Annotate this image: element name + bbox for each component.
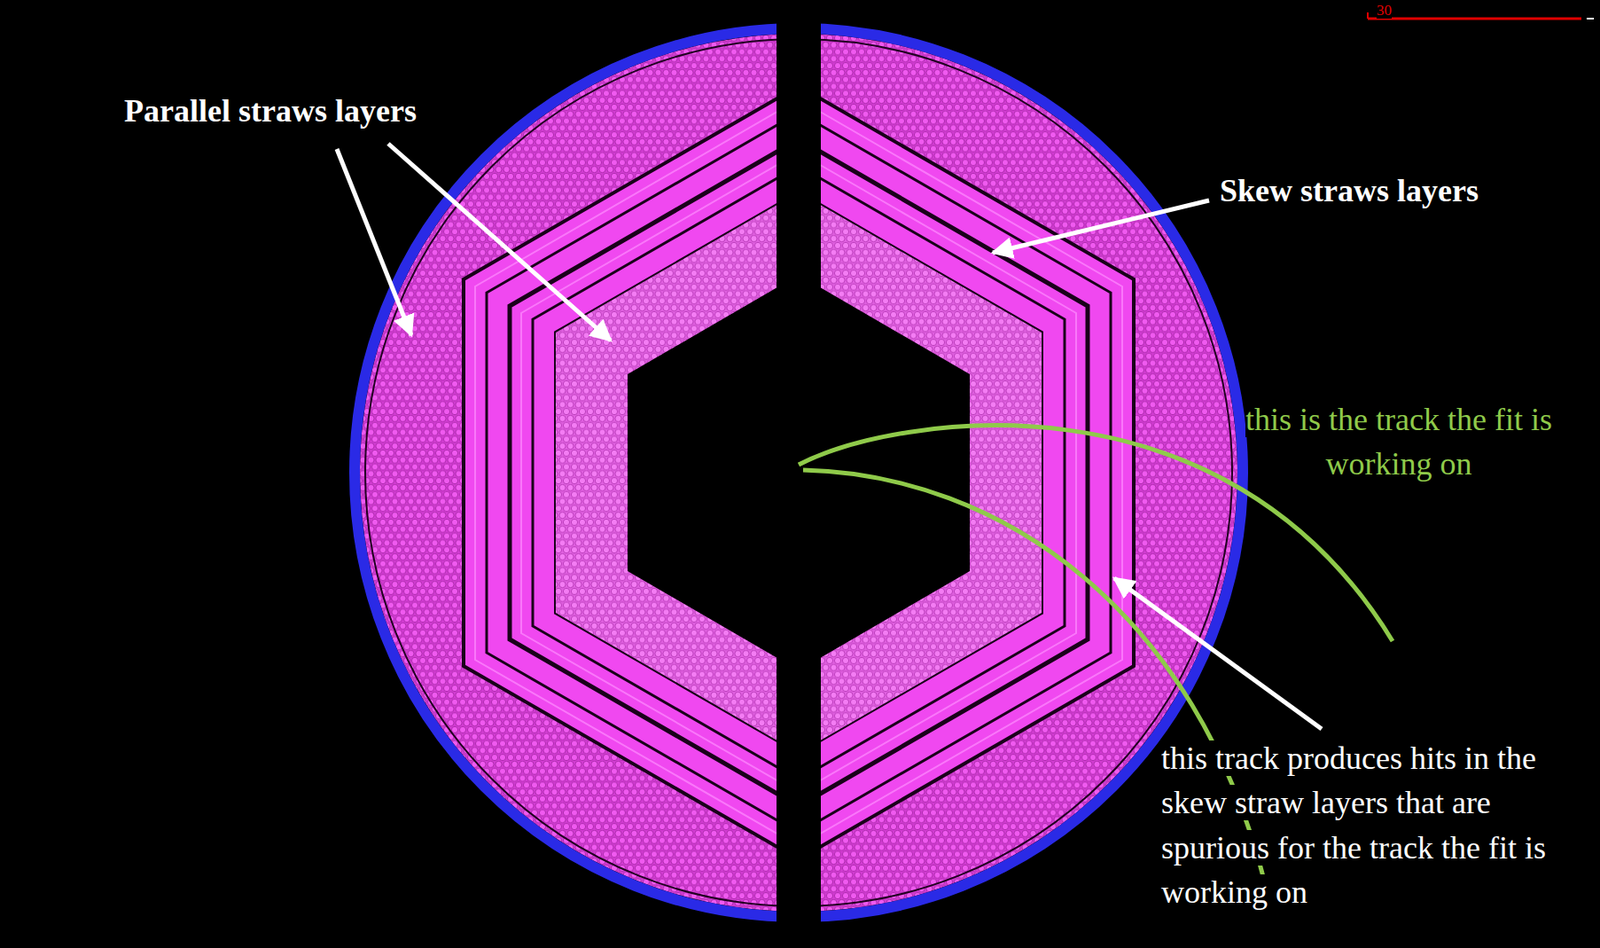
region-label: Skew straws layers — [1219, 168, 1593, 213]
scale-value: 30 — [1376, 0, 1430, 22]
region-label-text: Skew straws layers — [1219, 172, 1479, 209]
track-spurious — [803, 469, 1265, 883]
track-note: this is the track the fit is working on — [1205, 397, 1593, 487]
region-label: Parallel straws layers — [124, 88, 550, 133]
central-gap — [776, 17, 821, 931]
track-note-text: this is the track the fit is working on — [1245, 401, 1553, 482]
track-note-text: this track produces hits in the skew str… — [1161, 740, 1546, 910]
leader-arrows — [336, 143, 1322, 729]
track-fitted — [798, 425, 1393, 641]
scale-bar — [1367, 12, 1594, 19]
region-label-text: Parallel straws layers — [124, 93, 417, 129]
scale-value-text: 30 — [1376, 1, 1392, 19]
track-note: this track produces hits in the skew str… — [1161, 735, 1594, 915]
